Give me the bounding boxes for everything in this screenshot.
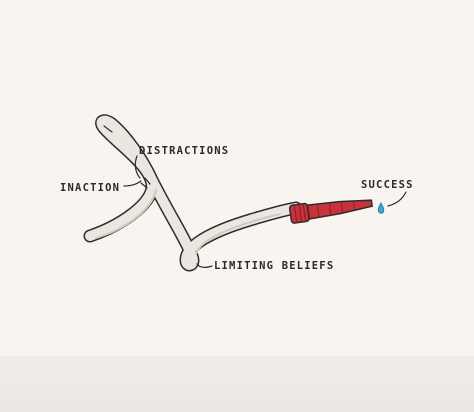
leader-lines <box>123 155 407 268</box>
leader-distractions <box>134 155 141 179</box>
kink-mark-2 <box>103 125 113 133</box>
leader-limiting-beliefs <box>196 263 213 268</box>
hose-shading-2 <box>195 213 281 255</box>
kink-mark <box>140 177 151 189</box>
leader-success <box>387 191 407 207</box>
hose <box>83 114 303 272</box>
nozzle-body <box>306 199 373 220</box>
hose-shading <box>95 189 157 239</box>
label-limiting-beliefs: LIMITING BELIEFS <box>214 260 334 272</box>
leader-inaction <box>123 180 142 187</box>
label-distractions: DISTRACTIONS <box>139 145 229 157</box>
label-inaction: INACTION <box>60 182 120 194</box>
nozzle <box>288 199 373 224</box>
label-success: SUCCESS <box>361 179 414 191</box>
hose-body <box>85 115 301 270</box>
bottom-band <box>0 356 474 412</box>
water-drop-icon <box>377 202 385 214</box>
